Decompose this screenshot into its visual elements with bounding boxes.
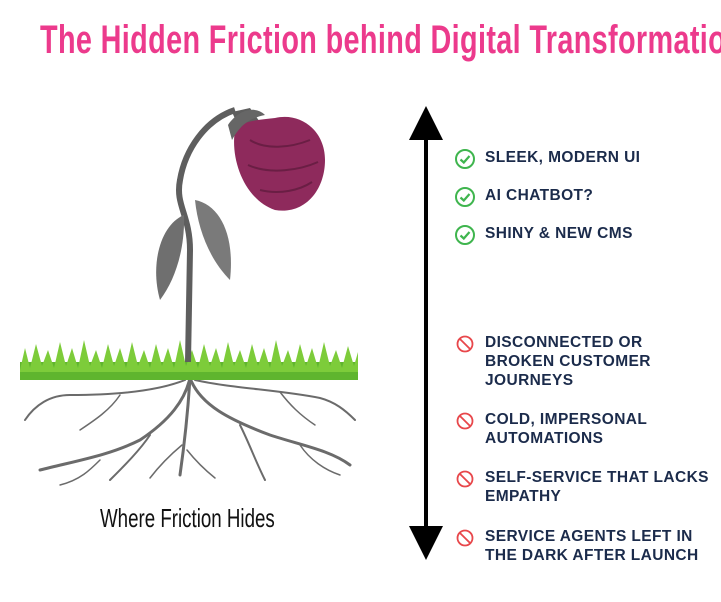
roots: [24, 376, 356, 486]
prohibited-icon: [456, 335, 474, 353]
page-title: The Hidden Friction behind Digital Trans…: [40, 18, 721, 62]
check-circle-icon: [455, 187, 475, 207]
hidden-item: DISCONNECTED OR BROKEN CUSTOMER JOURNEYS: [454, 333, 675, 390]
arrow-down-head: [409, 526, 443, 560]
hidden-item-label: SELF-SERVICE THAT LACKS EMPATHY: [485, 469, 709, 505]
surface-item-label: SLEEK, MODERN UI: [485, 149, 641, 166]
wilted-rose: [228, 109, 325, 211]
vertical-arrow: [409, 106, 443, 560]
prohibited-icon: [456, 529, 474, 547]
check-circle-icon: [455, 225, 475, 245]
hidden-item: SERVICE AGENTS LEFT IN THE DARK AFTER LA…: [454, 527, 710, 565]
prohibited-icon: [456, 470, 474, 488]
surface-item: AI CHATBOT?: [454, 186, 721, 208]
hidden-item-label: DISCONNECTED OR BROKEN CUSTOMER JOURNEYS: [485, 334, 651, 389]
hidden-item-label: SERVICE AGENTS LEFT IN THE DARK AFTER LA…: [485, 528, 699, 564]
check-circle-icon: [455, 149, 475, 169]
surface-item: SLEEK, MODERN UI: [454, 148, 721, 170]
surface-item-label: SHINY & NEW CMS: [485, 225, 633, 242]
surface-item-label: AI CHATBOT?: [485, 187, 594, 204]
hidden-item: COLD, IMPERSONAL AUTOMATIONS: [454, 410, 675, 448]
hidden-item: SELF-SERVICE THAT LACKS EMPATHY: [454, 468, 721, 506]
grass: [20, 340, 358, 380]
surface-item: SHINY & NEW CMS: [454, 224, 721, 246]
plant-caption: Where Friction Hides: [100, 503, 275, 533]
prohibited-icon: [456, 412, 474, 430]
hidden-item-label: COLD, IMPERSONAL AUTOMATIONS: [485, 411, 647, 447]
arrow-up-head: [409, 106, 443, 140]
